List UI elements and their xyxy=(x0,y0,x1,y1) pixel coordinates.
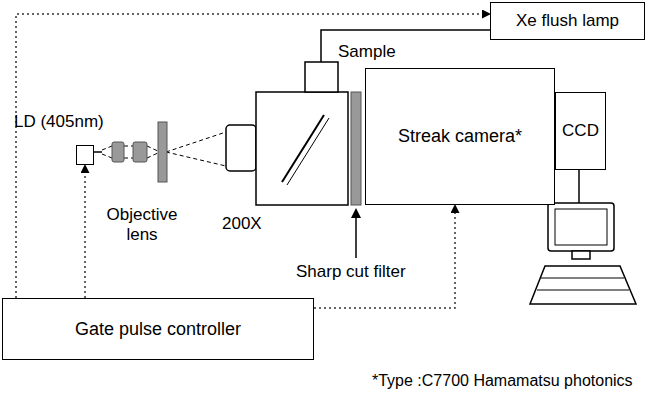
footnote: *Type :C7700 Hamamatsu photonics xyxy=(372,372,633,390)
node-text: LD (405nm) xyxy=(14,112,104,132)
trigger-line xyxy=(314,205,455,308)
lens-label: Objective lens xyxy=(104,205,180,244)
node-text: Xe flush lamp xyxy=(516,11,619,31)
lamp-box: Xe flush lamp xyxy=(490,2,645,40)
laser-diode-node: LD (405nm) xyxy=(14,112,124,165)
magnification-label: 200X xyxy=(222,214,262,234)
controller-box: Gate pulse controller xyxy=(2,298,314,360)
sample-label: Sample xyxy=(338,42,396,62)
filter-label: Sharp cut filter xyxy=(296,262,406,282)
laser-diode-symbol xyxy=(76,145,94,165)
node-text: CCD xyxy=(562,121,599,141)
node-text: Gate pulse controller xyxy=(75,319,241,340)
ccd-box: CCD xyxy=(555,92,606,170)
trigger-line xyxy=(84,165,86,298)
streak-camera-box: Streak camera* xyxy=(365,68,555,205)
node-text: Streak camera* xyxy=(398,126,522,147)
